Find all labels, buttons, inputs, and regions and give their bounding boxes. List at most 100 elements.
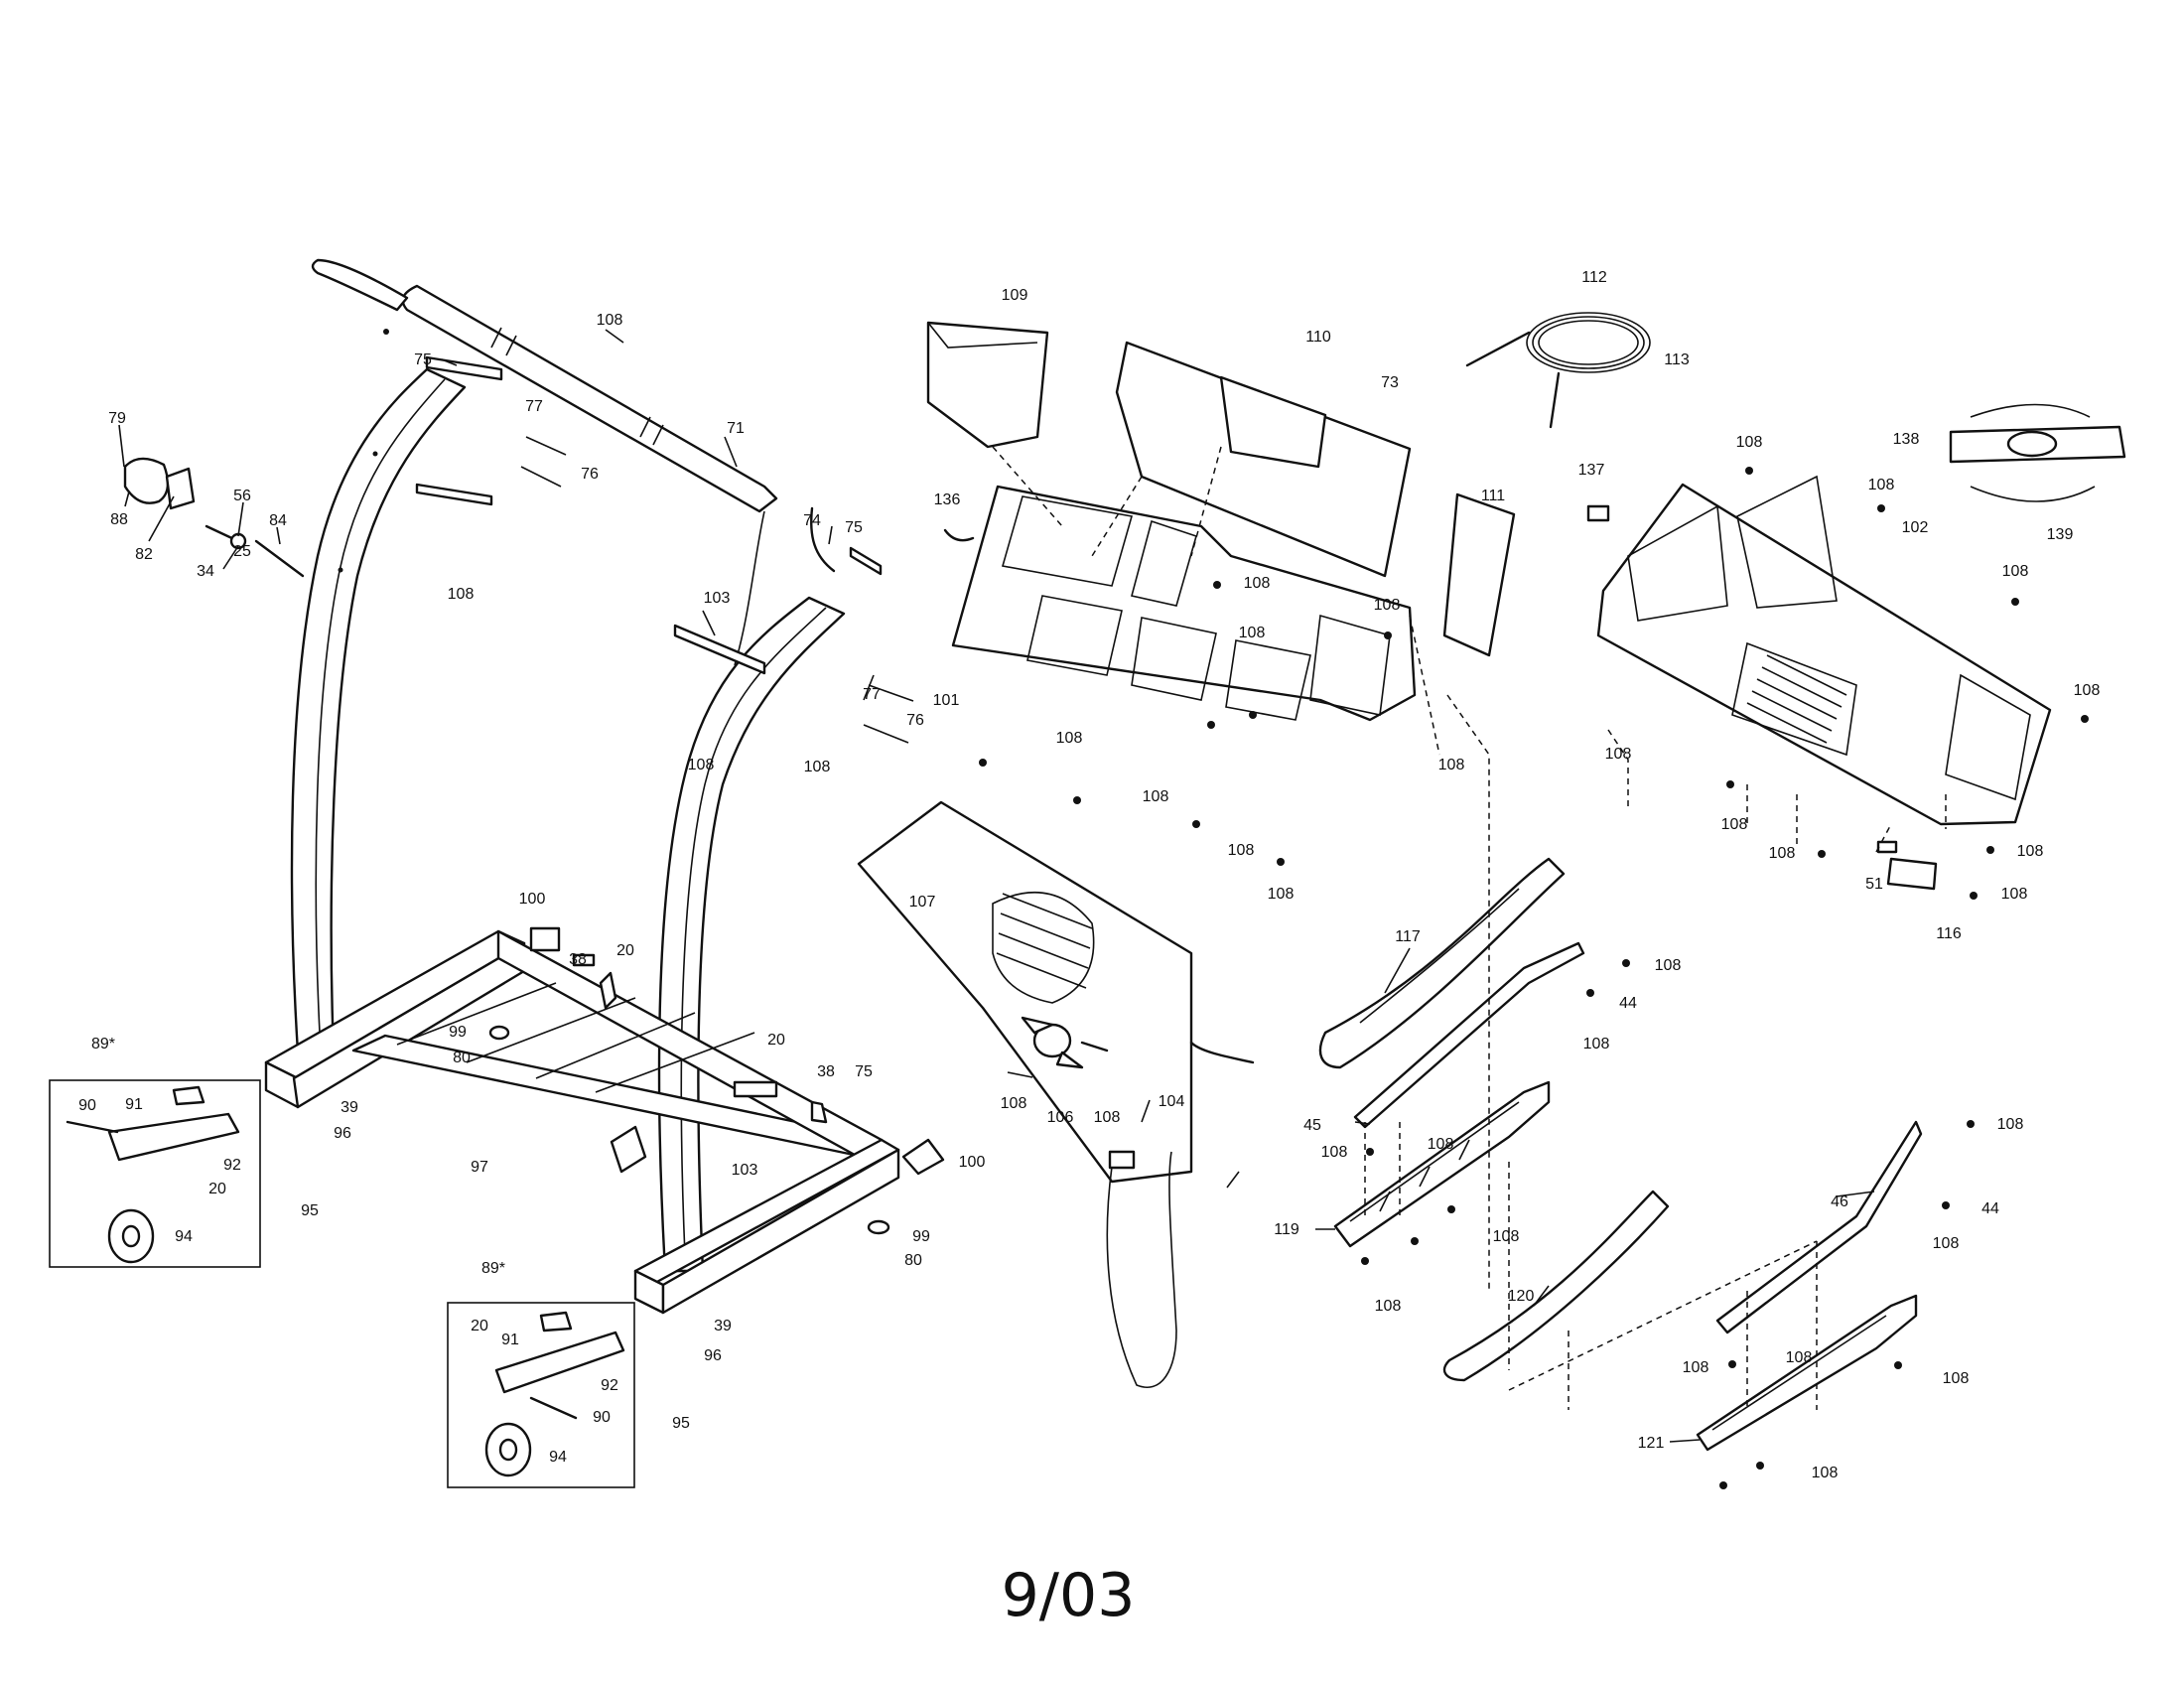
callout-121: 121 (1638, 1435, 1665, 1452)
cable-112 (1465, 312, 1651, 429)
callout-108: 108 (804, 759, 831, 775)
callout-108: 108 (1583, 1036, 1610, 1052)
callout-108: 108 (1683, 1359, 1709, 1376)
callout-44: 44 (1619, 995, 1637, 1012)
callout-34: 34 (197, 563, 214, 580)
callout-110: 110 (1305, 329, 1331, 346)
callout-38: 38 (569, 951, 587, 968)
callout-77: 77 (525, 398, 543, 415)
callout-100: 100 (519, 891, 546, 908)
callout-108: 108 (1812, 1465, 1839, 1481)
callout-108: 108 (1721, 816, 1748, 833)
strap-138 (1949, 403, 2126, 502)
callout-108: 108 (1374, 597, 1401, 614)
callout-108: 108 (1438, 757, 1465, 773)
callout-76: 76 (581, 466, 599, 483)
callout-108: 108 (1375, 1298, 1402, 1315)
callout-108: 108 (1786, 1349, 1813, 1366)
callout-39: 39 (341, 1099, 358, 1116)
callout-108: 108 (1321, 1144, 1348, 1161)
callout-101: 101 (933, 692, 960, 709)
callout-89: 89* (91, 1036, 115, 1052)
callout-96: 96 (334, 1125, 351, 1142)
callout-91: 91 (125, 1096, 143, 1113)
callout-108: 108 (1605, 746, 1632, 763)
callout-90: 90 (593, 1409, 611, 1426)
callout-90: 90 (78, 1097, 96, 1114)
callout-116: 116 (1936, 925, 1962, 942)
callout-117: 117 (1395, 928, 1421, 945)
callout-108: 108 (1736, 434, 1763, 451)
wire-harness (810, 506, 1255, 1064)
callout-108: 108 (1943, 1370, 1970, 1387)
callout-108: 108 (1143, 788, 1169, 805)
rail-left-117-45-119 (1318, 857, 1585, 1248)
callout-108: 108 (2017, 843, 2044, 860)
console-cover-73 (1115, 341, 1412, 578)
callout-120: 120 (1508, 1288, 1535, 1305)
clip-116-137 (1586, 504, 1938, 891)
callout-108: 108 (1056, 730, 1083, 747)
callout-108: 108 (2002, 563, 2029, 580)
callout-99: 99 (449, 1024, 467, 1041)
callout-107: 107 (909, 894, 936, 911)
callout-92: 92 (601, 1377, 618, 1394)
callout-112: 112 (1581, 269, 1607, 286)
bin-111 (1442, 492, 1516, 657)
bin-109 (926, 321, 1049, 449)
rail-right-120-46-121 (1442, 1120, 1923, 1452)
base-frame (264, 929, 900, 1315)
callout-20: 20 (208, 1181, 226, 1197)
callout-91: 91 (501, 1332, 519, 1348)
callout-75: 75 (845, 519, 863, 536)
brackets-left (415, 355, 914, 744)
callout-51: 51 (1865, 876, 1883, 893)
callout-84: 84 (269, 512, 287, 529)
callout-99: 99 (912, 1228, 930, 1245)
callout-103: 103 (732, 1162, 758, 1179)
callout-100: 100 (959, 1154, 986, 1171)
callout-108: 108 (1001, 1095, 1027, 1112)
callout-139: 139 (2047, 526, 2074, 543)
callout-77: 77 (863, 686, 881, 703)
callout-76: 76 (906, 712, 924, 729)
callout-95: 95 (301, 1202, 319, 1219)
callout-108: 108 (2001, 886, 2028, 903)
callout-108: 108 (1239, 625, 1266, 641)
callout-137: 137 (1578, 462, 1605, 479)
date-code: 9/03 (1001, 1561, 1136, 1630)
callout-46: 46 (1831, 1193, 1848, 1210)
callout-80: 80 (904, 1252, 922, 1269)
callout-108: 108 (1244, 575, 1271, 592)
callout-104: 104 (1159, 1093, 1185, 1110)
console-102 (1596, 475, 2052, 826)
callout-102: 102 (1902, 519, 1929, 536)
callout-20: 20 (616, 942, 634, 959)
callout-82: 82 (135, 546, 153, 563)
handlebar-tube (311, 258, 778, 666)
caster-right-parts (484, 1311, 625, 1477)
callout-113: 113 (1664, 351, 1690, 368)
callout-138: 138 (1893, 431, 1920, 448)
callout-88: 88 (110, 511, 128, 528)
callout-73: 73 (1381, 374, 1399, 391)
label-leaders (118, 329, 1875, 1443)
callout-39: 39 (714, 1318, 732, 1334)
callout-94: 94 (175, 1228, 193, 1245)
callout-108: 108 (448, 586, 475, 603)
callout-108: 108 (1268, 886, 1295, 903)
callout-79: 79 (108, 410, 126, 427)
callout-108: 108 (597, 312, 623, 329)
callout-45: 45 (1303, 1117, 1321, 1134)
callout-95: 95 (672, 1415, 690, 1432)
caster-box-left (49, 1079, 261, 1268)
callout-111: 111 (1481, 488, 1505, 504)
callout-38: 38 (817, 1063, 835, 1080)
callout-109: 109 (1002, 287, 1028, 304)
callout-119: 119 (1274, 1221, 1299, 1238)
callout-71: 71 (727, 420, 745, 437)
callout-25: 25 (233, 543, 251, 560)
console-base-101 (951, 485, 1417, 722)
frame-hardware (488, 926, 945, 1235)
callout-labels: 79 88 82 56 34 25 84 75 108 77 76 71 108… (78, 269, 2100, 1481)
